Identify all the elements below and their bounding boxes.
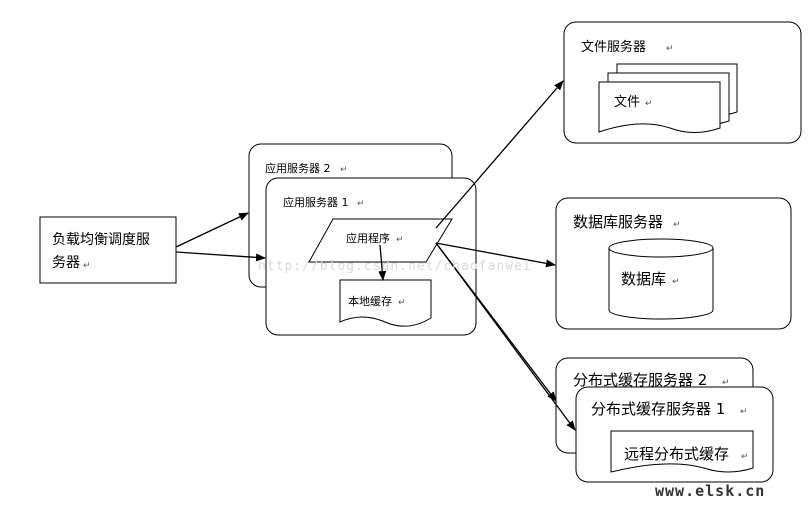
local-cache-shape: 本地缓存 ↵ (339, 279, 432, 327)
arrow-program-to-local-cache (378, 244, 387, 281)
paragraph-mark: ↵ (340, 165, 348, 175)
arrow-lb-to-app-server-2 (175, 212, 249, 248)
paragraph-mark: ↵ (396, 235, 404, 245)
remote-cache-shape: 远程分布式缓存 ↵ (610, 430, 754, 473)
remote-cache-label: 远程分布式缓存 (624, 445, 729, 463)
app-program-label: 应用程序 (346, 231, 390, 245)
local-cache-label: 本地缓存 (348, 294, 392, 308)
arrow-program-to-dist-cache-1 (435, 242, 576, 431)
arrow-lb-to-app-server-1 (175, 251, 266, 262)
paragraph-mark: ↵ (741, 452, 749, 462)
paragraph-mark: ↵ (398, 298, 406, 308)
arrow-program-to-db-server (435, 242, 556, 268)
dist-cache-server-1-label: 分布式缓存服务器 1 (591, 400, 725, 418)
file-server-label: 文件服务器 (581, 39, 646, 55)
site-mark-text: www.elsk.cn (655, 482, 765, 500)
paragraph-mark: ↵ (722, 378, 730, 388)
watermark-text: http://blog.csdn.net/chaofanwei (258, 259, 532, 274)
load-balancer-box: 负载均衡调度服 务器 ↵ (39, 216, 177, 284)
paragraph-mark: ↵ (357, 199, 365, 209)
app-server-1-label: 应用服务器 1 (283, 195, 349, 209)
dist-cache-server-2-label: 分布式缓存服务器 2 (573, 371, 707, 389)
db-server-label: 数据库服务器 (573, 213, 663, 231)
paragraph-mark: ↵ (83, 261, 91, 271)
app-program-shape: 应用程序 ↵ (308, 218, 453, 263)
app-server-2-label: 应用服务器 2 (265, 161, 331, 175)
paragraph-mark: ↵ (645, 99, 653, 109)
load-balancer-label-line2: 务器 (52, 255, 80, 271)
paragraph-mark: ↵ (666, 44, 674, 54)
load-balancer-label-line1: 负载均衡调度服 (52, 232, 150, 248)
database-cylinder: 数据库 ↵ (608, 238, 714, 320)
file-document-label: 文件 (614, 95, 640, 110)
arrow-program-to-file-server (435, 80, 564, 229)
paragraph-mark: ↵ (740, 407, 748, 417)
file-document-stack: 文件 ↵ (598, 63, 738, 133)
paragraph-mark: ↵ (673, 220, 681, 230)
database-label: 数据库 (621, 270, 666, 288)
paragraph-mark: ↵ (672, 277, 680, 287)
